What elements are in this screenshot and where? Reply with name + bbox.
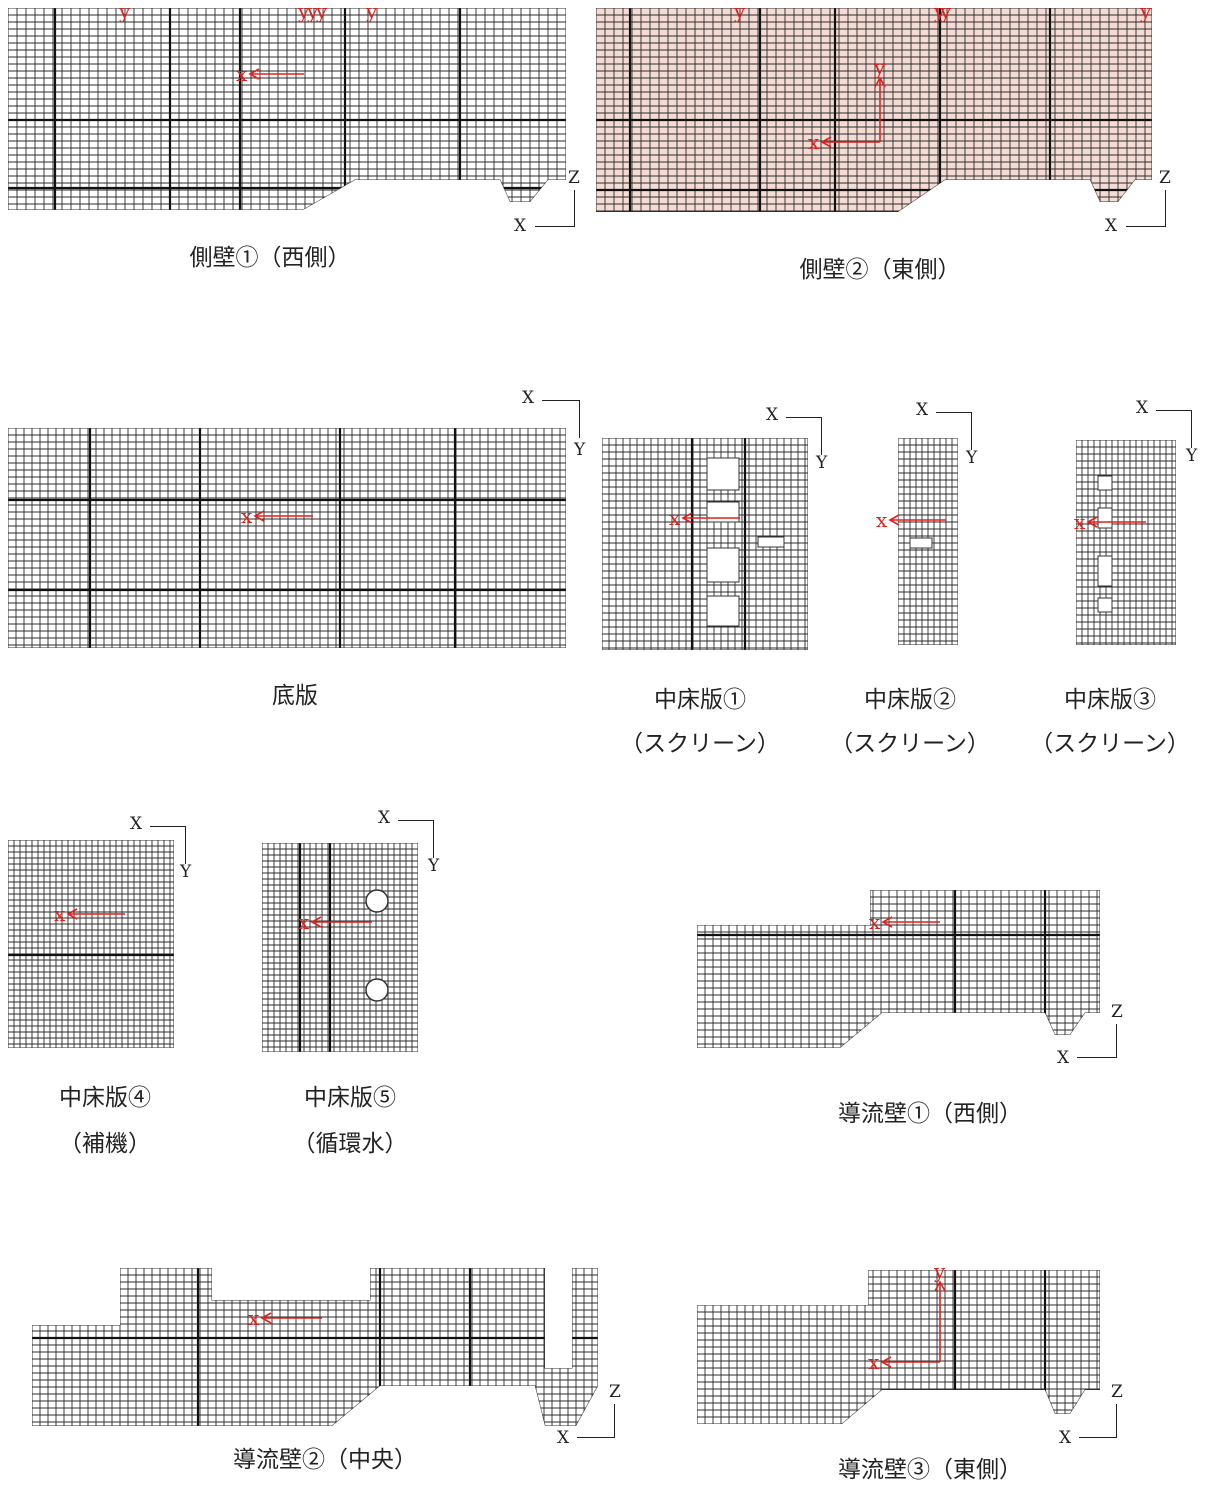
local-axis-y-label: y xyxy=(933,1259,946,1283)
global-axis-guide-wall-1: Z X xyxy=(1055,1002,1135,1072)
global-axis-mid-slab-5: X Y xyxy=(376,808,456,878)
local-axis-x-label: x xyxy=(241,504,253,528)
local-axis-x-label: x xyxy=(876,508,888,532)
global-axis-mid-slab-2: X Y xyxy=(914,400,994,470)
caption-guide-wall-1: 導流壁①（西側） xyxy=(838,1101,1022,1127)
mesh-side-wall-2 xyxy=(596,8,1152,212)
local-axis-y-label: y xyxy=(939,0,952,23)
local-axis-y-label: y xyxy=(733,0,746,23)
mesh-guide-wall-1 xyxy=(697,890,1100,1048)
axis-label-v: Y xyxy=(816,453,828,473)
mesh-guide-wall-3 xyxy=(697,1270,1100,1424)
caption-mid-slab-1: 中床版① xyxy=(654,687,746,713)
axis-label-h: X xyxy=(514,216,527,236)
caption-guide-wall-2: 導流壁②（中央） xyxy=(233,1447,417,1473)
axis-label-v: Z xyxy=(568,168,580,188)
axis-label-h: X xyxy=(557,1428,570,1448)
mesh-bottom-slab xyxy=(8,428,566,648)
local-axis-x-label: x xyxy=(868,1350,880,1374)
caption-mid-slab-4-sub: （補機） xyxy=(59,1131,151,1157)
axis-label-v: Y xyxy=(966,448,978,468)
axis-label-v: Y xyxy=(574,440,586,460)
local-axis-y-label: y xyxy=(365,0,378,23)
axis-label-v: Y xyxy=(428,856,440,876)
local-axis-mid-slab-5: xy xyxy=(298,0,378,934)
local-axis-side-wall-2: xy xyxy=(808,55,886,154)
local-axis-y-label: y xyxy=(297,0,310,23)
local-axis-x-label: x xyxy=(54,902,66,926)
global-axis-mid-slab-1: X Y xyxy=(764,405,844,475)
local-axis-x-label: x xyxy=(869,910,881,934)
local-axis-y-label: y xyxy=(315,0,328,23)
local-axis-guide-wall-3: xy xyxy=(868,1259,946,1374)
mesh-guide-wall-2 xyxy=(32,1268,598,1426)
local-axis-x-label: x xyxy=(1074,510,1086,534)
axis-label-h: X xyxy=(1105,216,1118,236)
global-axis-mid-slab-4: X Y xyxy=(128,814,208,884)
local-axis-y-label: y xyxy=(118,0,131,23)
local-axis-x-label: x xyxy=(298,910,310,934)
global-axis-guide-wall-2: Z X xyxy=(555,1382,635,1452)
local-axis-x-label: x xyxy=(669,506,681,530)
axis-label-h: X xyxy=(916,400,929,420)
local-axis-mid-slab-1: xy xyxy=(669,0,746,530)
local-axis-x-label: x xyxy=(808,130,820,154)
caption-mid-slab-2: 中床版② xyxy=(864,687,956,713)
mesh-mid-slab-3 xyxy=(1076,440,1176,645)
caption-mid-slab-5-sub: （循環水） xyxy=(292,1131,408,1157)
local-axis-x-label: x xyxy=(236,62,248,86)
axis-label-h: X xyxy=(1057,1048,1070,1068)
local-axis-y-label: y xyxy=(1139,0,1152,23)
global-axis-guide-wall-3: Z X xyxy=(1057,1382,1137,1452)
local-axis-side-wall-1: xy xyxy=(236,0,310,86)
axis-label-h: X xyxy=(378,808,391,828)
caption-mid-slab-3: 中床版③ xyxy=(1064,687,1156,713)
mesh-side-wall-1 xyxy=(8,8,566,210)
local-axis-y-label: y xyxy=(306,0,319,23)
axis-label-h: X xyxy=(1136,398,1149,418)
axis-label-v: Z xyxy=(609,1382,621,1402)
axis-label-h: X xyxy=(1059,1428,1072,1448)
local-axis-y-label: y xyxy=(873,55,886,79)
global-axis-side-wall-2: Z X xyxy=(1103,168,1173,238)
axis-label-v: Z xyxy=(1159,168,1171,188)
axis-label-v: Z xyxy=(1111,1002,1123,1022)
local-axis-y-label: y xyxy=(933,0,946,23)
caption-mid-slab-3-sub: （スクリーン） xyxy=(1030,731,1190,757)
global-axis-mid-slab-3: X Y xyxy=(1134,398,1211,468)
caption-guide-wall-3: 導流壁③（東側） xyxy=(838,1457,1022,1483)
axis-label-v: Y xyxy=(1186,446,1198,466)
caption-mid-slab-2-sub: （スクリーン） xyxy=(830,731,990,757)
axis-label-h: X xyxy=(130,814,143,834)
caption-mid-slab-5: 中床版⑤ xyxy=(304,1085,396,1111)
caption-mid-slab-4: 中床版④ xyxy=(59,1085,151,1111)
axis-label-v: Y xyxy=(180,862,192,882)
axis-label-v: Z xyxy=(1111,1382,1123,1402)
caption-side-wall-1: 側壁①（西側） xyxy=(189,245,351,271)
caption-mid-slab-1-sub: （スクリーン） xyxy=(620,731,780,757)
axis-label-h: X xyxy=(522,388,535,408)
axis-label-h: X xyxy=(766,405,779,425)
local-axis-x-label: x xyxy=(248,1306,260,1330)
caption-bottom-slab: 底版 xyxy=(272,683,318,709)
caption-side-wall-2: 側壁②（東側） xyxy=(799,257,961,283)
global-axis-bottom: X Y xyxy=(520,388,600,468)
local-axis-mid-slab-4: xy xyxy=(54,0,131,926)
global-axis-side-wall-1: Z X xyxy=(510,168,580,238)
